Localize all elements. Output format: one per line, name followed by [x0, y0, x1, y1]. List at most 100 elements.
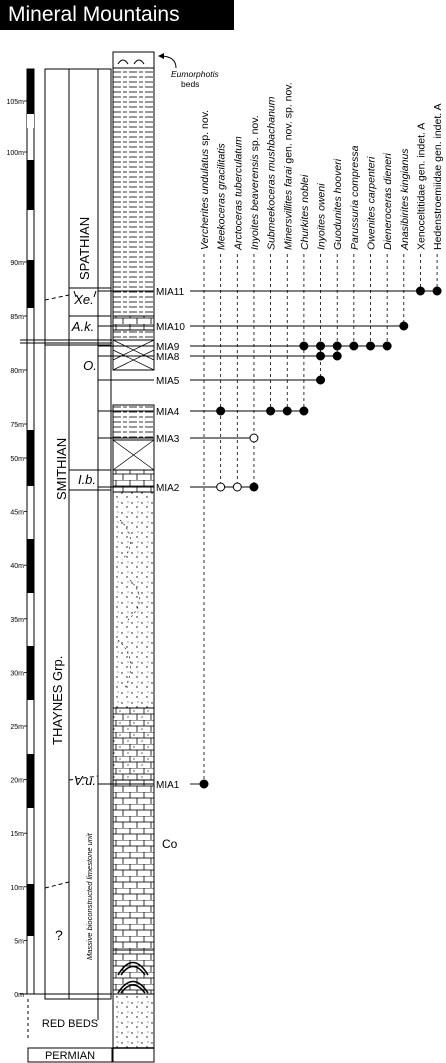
taxon-label: Xenoceltitidae gen. indet. A	[415, 123, 427, 250]
zone-labels: Xe. A.k. O. I.b. V.u. Massive bioconstru…	[71, 290, 97, 960]
taxon-label: Inyoites beaverensis sp. nov.	[249, 115, 261, 250]
lithology-column: Co	[112, 51, 178, 1063]
taxon-suffix: gen. nov. sp. nov.	[282, 82, 294, 166]
bed-label-mia11: MIA11	[156, 287, 185, 298]
taxon-suffix: gen. indet. A	[415, 123, 427, 184]
lith-sandstone	[112, 491, 155, 709]
bed-label-mia3: MIA3	[156, 434, 180, 445]
zone-label-ak: A.k.	[71, 319, 94, 334]
permian-label: PERMIAN	[45, 1050, 95, 1062]
scale-tick-label: 35m	[10, 617, 24, 624]
scale-tick-label: 15m	[10, 831, 24, 838]
occurrence-dot	[249, 482, 259, 492]
taxon-name: Arctoceras tuberculatum	[232, 136, 244, 251]
scale-segment	[27, 884, 34, 936]
eumorphotis-annotation: Eumorphotis beds	[158, 53, 219, 89]
scale-segment	[27, 539, 34, 593]
limestone-annotation: Massive bioconstructed limestone unit	[85, 832, 94, 960]
thaynes-label: THAYNES Grp.	[50, 656, 65, 745]
red-beds-label: RED BEDS	[42, 1018, 98, 1030]
figure-title: Mineral Mountains	[0, 0, 234, 30]
eumorphotis-label-1: Eumorphotis	[171, 69, 219, 79]
taxon-name: Inyoites beaverensis	[249, 154, 261, 250]
taxon-name: Guodunites hooveri	[332, 158, 344, 250]
occurrence-dot	[232, 482, 242, 492]
uncertain-boundary	[44, 294, 70, 301]
taxon-name: Hedenstroemiidae	[432, 165, 444, 250]
smithian-label: SMITHIAN	[54, 438, 69, 500]
scale-tick-label: 100m	[6, 150, 24, 157]
occurrence-dot	[299, 341, 309, 351]
occurrence-dot	[316, 351, 326, 361]
taxon-label: Parussuria compressa	[349, 145, 361, 250]
co-annotation: Co	[162, 837, 178, 851]
lith-silty-lime	[112, 707, 155, 781]
taxon-label: Dieneroceras dieneri	[382, 152, 394, 250]
zone-label-o: O.	[83, 358, 97, 373]
taxon-label: Churkites noblei	[299, 174, 311, 250]
unit-columns: THAYNES Grp. SPATHIAN SMITHIAN ? RED BED…	[20, 68, 113, 1063]
scale-segment	[27, 114, 34, 128]
scale-segment	[27, 430, 34, 486]
lith-nodular-pattern	[112, 339, 155, 371]
taxon-name: Submeekoceras mushbachanum	[266, 96, 278, 250]
taxon-suffix: sp. nov.	[199, 110, 211, 149]
scale-tick-label: 0m	[14, 992, 24, 999]
taxon-suffix: sp. nov.	[249, 115, 261, 154]
occurrence-dot	[282, 406, 292, 416]
scale-tick-label: 20m	[10, 778, 24, 785]
taxon-range-layer: Vercherites undulatus sp. nov.Meekoceras…	[190, 82, 444, 789]
taxon-name: Inyoites oweni	[316, 183, 328, 250]
scale-tick-label: 45m	[10, 510, 24, 517]
lith-red-beds	[112, 993, 155, 1049]
scale-tick-label: 10m	[10, 885, 24, 892]
bed-label-mia10: MIA10	[156, 322, 185, 333]
zone-label-xe: Xe.	[73, 292, 94, 307]
bed-label-mia5: MIA5	[156, 376, 180, 387]
occurrence-dot	[332, 351, 342, 361]
eumorphotis-arrowhead	[158, 53, 164, 59]
taxon-label: Submeekoceras mushbachanum	[266, 96, 278, 250]
taxon-label: Hedenstroemiidae gen. indet. A	[432, 103, 444, 250]
scale-tick-label: 30m	[10, 670, 24, 677]
bed-label-mia2: MIA2	[156, 483, 180, 494]
scale-tick-label: 75m	[10, 422, 24, 429]
taxon-name: Owenites carpenteri	[366, 156, 378, 250]
occurrence-dot	[316, 375, 326, 385]
lith-permian	[112, 1047, 155, 1063]
lith-thin-lime-2	[112, 469, 155, 493]
occurrence-dot	[216, 482, 226, 492]
uncertain-boundary	[68, 775, 99, 781]
lith-shale-mid	[112, 404, 155, 441]
occurrence-dot	[199, 779, 209, 789]
occurrence-dot	[216, 406, 226, 416]
taxon-name: Anasibirites kingianus	[399, 148, 411, 251]
lith-massive-limestone	[112, 779, 155, 951]
occurrence-dot	[432, 286, 442, 296]
occurrence-dot	[349, 341, 359, 351]
scale-segment	[27, 69, 34, 115]
scale-segment	[27, 754, 34, 808]
taxon-label: Vercherites undulatus sp. nov.	[199, 110, 211, 250]
scale-tick-label: 80m	[10, 368, 24, 375]
taxon-name: Dieneroceras dieneri	[382, 152, 394, 250]
bed-label-mia8: MIA8	[156, 352, 180, 363]
occurrence-dot	[332, 341, 342, 351]
taxon-name: Vercherites undulatus	[199, 148, 211, 250]
thaynes-column-frame	[44, 68, 112, 1000]
lith-nodular-pattern-2	[112, 439, 155, 471]
scale-tick-label: 40m	[10, 563, 24, 570]
taxon-name: Minersvillites farai	[282, 166, 294, 250]
occurrence-dot	[316, 341, 326, 351]
taxon-suffix: gen. indet. A	[432, 103, 444, 164]
uncertain-boundary	[44, 881, 70, 889]
taxon-name: Xenoceltitidae	[415, 184, 427, 250]
permian-box	[27, 1047, 113, 1063]
scale-segment	[27, 160, 34, 210]
unknown-stage-label: ?	[55, 927, 63, 943]
lith-thin-lime-1	[112, 315, 155, 331]
lith-sand-lenses	[117, 519, 140, 691]
spathian-label: SPATHIAN	[77, 217, 92, 280]
